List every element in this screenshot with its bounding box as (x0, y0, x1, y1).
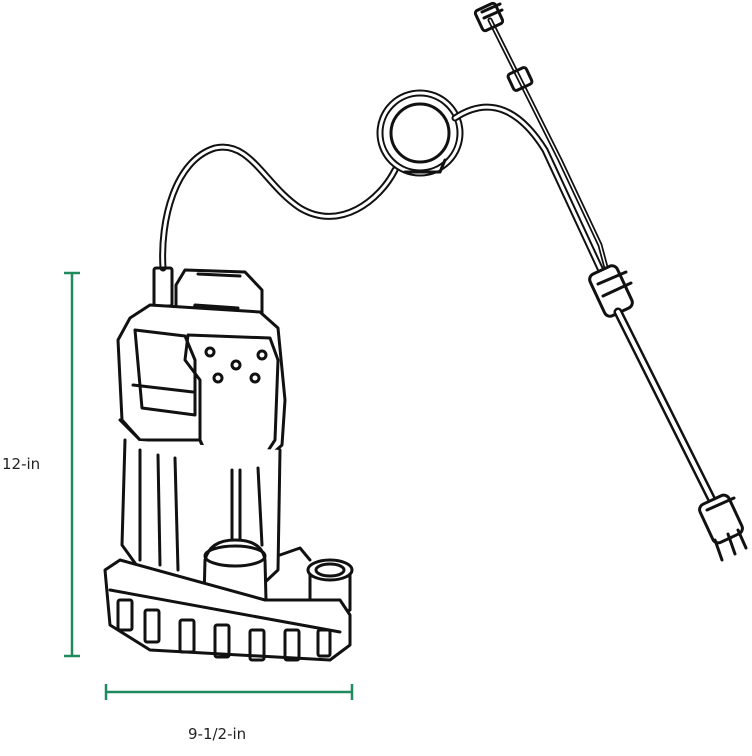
pump-body (116, 266, 287, 592)
intake-base (103, 558, 352, 662)
inline-connector (588, 264, 634, 318)
height-dimension-line (64, 271, 80, 658)
plug (698, 493, 748, 562)
height-dimension-label: 12-in (2, 455, 41, 473)
top-connector (473, 1, 534, 92)
cord-coil (376, 89, 464, 177)
dimension-lines (64, 271, 354, 700)
width-dimension-label: 9-1/2-in (188, 725, 247, 743)
width-dimension-line (104, 684, 354, 700)
